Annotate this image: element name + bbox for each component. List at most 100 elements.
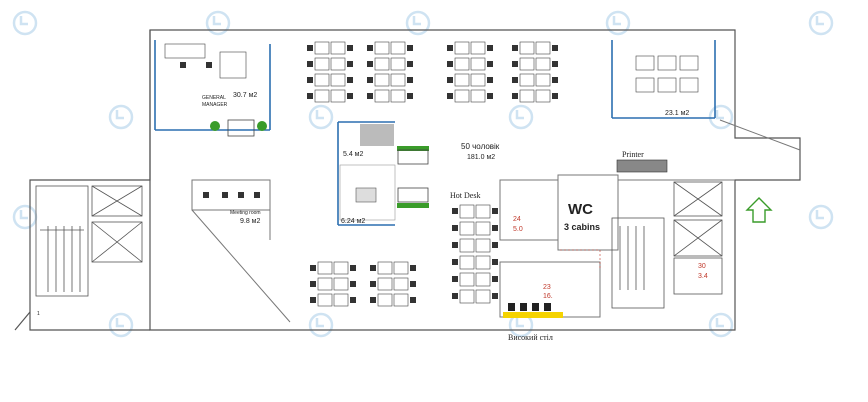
desk (519, 73, 535, 87)
room-tag-30-num: 30 (698, 263, 706, 270)
chair (310, 281, 316, 287)
desk (657, 55, 677, 71)
desk (519, 89, 535, 103)
chair (452, 259, 458, 265)
desk (454, 73, 470, 87)
chair (452, 293, 458, 299)
chair (487, 93, 493, 99)
chair (487, 61, 493, 67)
desk (377, 261, 393, 275)
desk (519, 41, 535, 55)
watermark-logo-icon (308, 104, 334, 130)
desk (454, 57, 470, 71)
open-space-area: 181.0 м2 (467, 154, 496, 161)
chair (492, 242, 498, 248)
chair (410, 297, 416, 303)
desk (459, 238, 475, 253)
watermark-logo-icon (108, 104, 134, 130)
chair (447, 45, 453, 51)
corner-room-area: 23.1 м2 (665, 110, 690, 117)
room-tag-24-area: 5.0 (513, 226, 523, 233)
chair (206, 62, 212, 68)
chair (492, 225, 498, 231)
watermark-logo-icon (808, 10, 834, 36)
watermark-logo-icon (108, 312, 134, 338)
desk (459, 221, 475, 236)
desk (333, 277, 349, 291)
room-tag-24-num: 24 (513, 216, 521, 223)
chair (492, 293, 498, 299)
chair (410, 281, 416, 287)
chair (347, 61, 353, 67)
desk (454, 89, 470, 103)
desk (475, 289, 491, 304)
chair (347, 77, 353, 83)
high-table-label: Високий стіл (508, 333, 553, 342)
chair (452, 208, 458, 214)
chair (307, 45, 313, 51)
chair (347, 93, 353, 99)
general-manager-area: 30.7 м2 (233, 92, 258, 99)
chair (552, 93, 558, 99)
chair (222, 192, 228, 198)
watermark-logo-icon (205, 10, 231, 36)
desk (317, 261, 333, 275)
desk (475, 221, 491, 236)
meeting-room-glass (339, 124, 396, 221)
high-table-stools (508, 303, 551, 311)
desk (635, 55, 655, 71)
chair (512, 45, 518, 51)
wc-door-swing (560, 249, 601, 270)
chair (254, 192, 260, 198)
desk (459, 204, 475, 219)
desk (535, 89, 551, 103)
room-tag-23-area: 16. (543, 293, 553, 300)
chair (307, 93, 313, 99)
wc-title: WC (568, 201, 593, 218)
desk (535, 41, 551, 55)
wc-cabins: 3 cabins (564, 222, 601, 232)
chair (307, 61, 313, 67)
meeting-left-title: Meeting room (230, 210, 261, 216)
watermark-logo-icon (12, 10, 38, 36)
watermark-logo-icon (605, 10, 631, 36)
desk (459, 272, 475, 287)
desk (374, 89, 390, 103)
open-space-people: 50 чоловік (461, 142, 500, 151)
desk (390, 41, 406, 55)
small-number: 1 (37, 311, 40, 317)
desk (377, 277, 393, 291)
desk (459, 255, 475, 270)
chair (487, 45, 493, 51)
exterior-walls (14, 29, 801, 331)
desk (330, 57, 346, 71)
chair (407, 77, 413, 83)
stairwell-right (611, 181, 723, 309)
chair (407, 93, 413, 99)
room-tag-30-area: 3.4 (698, 273, 708, 280)
desk (519, 57, 535, 71)
watermark-logo-icon (808, 204, 834, 230)
desk (219, 51, 247, 79)
desk (317, 293, 333, 307)
chair (370, 297, 376, 303)
chair (407, 45, 413, 51)
watermark-logo-icon (308, 312, 334, 338)
desk (657, 77, 677, 93)
watermark-logo-icon (708, 104, 734, 130)
desk (317, 277, 333, 291)
watermark-logo-icon (405, 10, 431, 36)
desk (330, 89, 346, 103)
desk (475, 255, 491, 270)
stairwell-left (35, 185, 143, 297)
chair (350, 281, 356, 287)
desk (330, 73, 346, 87)
chair (447, 61, 453, 67)
desk (475, 272, 491, 287)
watermark-logo-icon (508, 104, 534, 130)
watermark-logo-icon (708, 312, 734, 338)
desk (459, 289, 475, 304)
desk (377, 293, 393, 307)
desk (470, 41, 486, 55)
chair (487, 77, 493, 83)
